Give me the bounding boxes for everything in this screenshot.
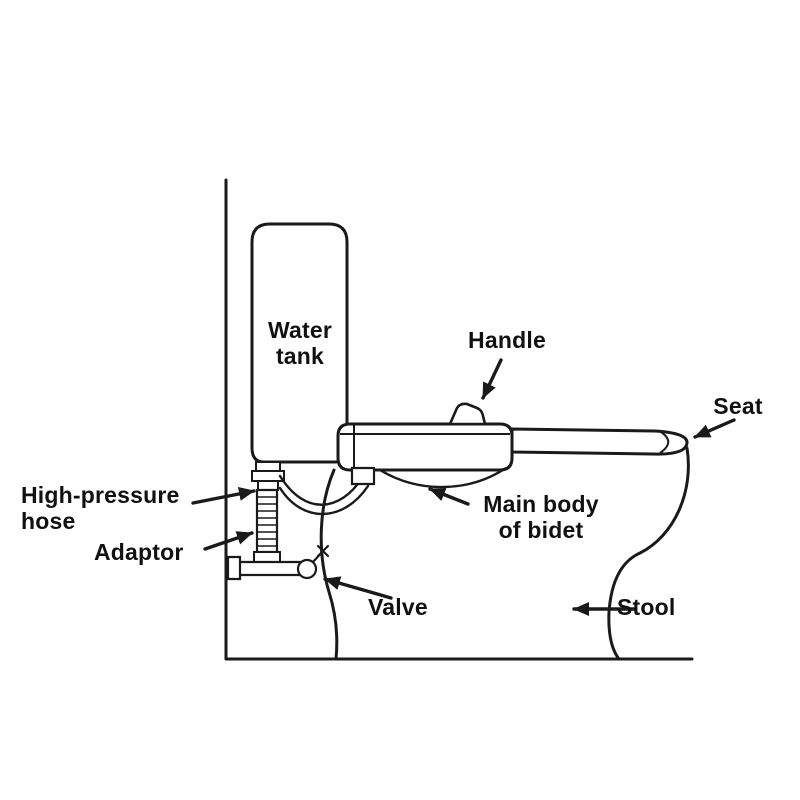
arrow-high-pressure-hose [191,487,256,505]
supply-pipe [232,560,302,577]
water-inlet-block [350,466,376,486]
valve-handle-cross [311,544,330,564]
label-seat: Seat [713,393,763,419]
pipe-wall-flange [226,555,242,581]
label-stool: Stool [617,594,676,620]
connecting-hose-curve [278,474,370,516]
adaptor-nut [253,551,281,563]
bidet-main-body-outline [336,422,514,472]
bowl-rim-arc [379,467,507,489]
label-adaptor: Adaptor [94,539,184,565]
handle-knob [448,402,487,426]
arrow-main-body [428,487,470,506]
label-handle: Handle [468,327,546,353]
bidet-body-seam-lines [340,424,510,470]
label-high-pressure-hose: High-pressure hose [21,482,180,535]
arrow-valve [323,576,393,600]
label-water-tank: Water tank [267,317,333,370]
arrow-handle [481,358,503,400]
tank-outlet-fitting [251,461,285,491]
seat-outline [510,427,689,456]
toilet-bowl-right-outline [607,446,690,661]
toilet-pedestal-left-outline [319,468,339,661]
label-valve: Valve [368,594,428,620]
arrow-seat [693,418,736,439]
wall-floor-line [224,178,694,661]
hose-rib-lines [257,496,277,547]
arrow-adaptor [203,531,254,551]
high-pressure-hose-section [255,488,279,554]
seat-end-detail [659,431,670,454]
label-main-body: Main body of bidet [483,491,599,544]
valve-body [296,558,318,580]
